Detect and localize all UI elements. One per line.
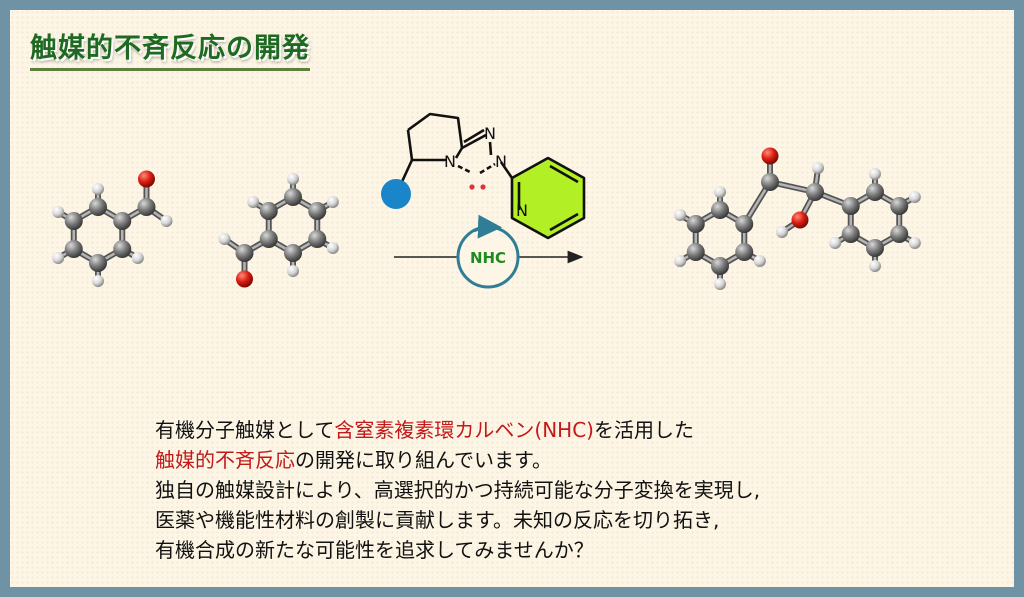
description-line-4: 医薬や機能性材料の創製に貢献します。未知の反応を切り拓き, (155, 508, 720, 532)
description: 有機分子触媒として含窒素複素環カルベン(NHC)を活用した 触媒的不斉反応の開発… (155, 415, 760, 565)
carbon-atom (735, 215, 754, 233)
hydrogen-atom (776, 226, 788, 238)
carbon-atom (235, 244, 254, 262)
carbon-atom (284, 188, 302, 206)
hydrogen-atom (131, 252, 144, 264)
carbene-lone-pair-dot (469, 184, 475, 190)
oxygen-atom (236, 270, 254, 288)
hydrogen-atom (52, 252, 65, 264)
carbon-atom (64, 212, 83, 230)
carbon-atom (259, 202, 278, 220)
description-line-1: 有機分子触媒として含窒素複素環カルベン(NHC)を活用した (155, 415, 760, 445)
page-title: 触媒的不斉反応の開発 (30, 32, 310, 71)
text-utilized: を活用した (593, 418, 694, 442)
carbon-atom (735, 243, 754, 261)
carbon-atom (761, 173, 779, 191)
hydrogen-atom (714, 278, 726, 290)
hydrogen-atom (218, 233, 231, 245)
carbon-atom (890, 197, 909, 215)
carbon-atom (711, 257, 729, 275)
carbon-atom (89, 198, 107, 216)
atom-n-1: N (484, 124, 496, 143)
carbon-atom (841, 197, 860, 215)
carbon-atom (259, 230, 278, 248)
oxygen-atom (791, 211, 809, 229)
carbon-atom (686, 243, 705, 261)
description-line-2: 触媒的不斉反応の開発に取り組んでいます。 (155, 445, 760, 475)
carbon-atom (841, 225, 860, 243)
carbon-atom (308, 230, 327, 248)
hydrogen-atom (92, 275, 104, 287)
catalyst-label: NHC (470, 249, 506, 267)
hydrogen-atom (287, 265, 299, 277)
hydrogen-atom (287, 173, 299, 185)
carbon-atom (89, 254, 107, 272)
hydrogen-atom (326, 196, 339, 208)
highlight-asymmetric-reaction: 触媒的不斉反応 (155, 448, 295, 472)
hydrogen-atom (812, 162, 824, 174)
carbon-atom (64, 240, 83, 258)
hydrogen-atom (829, 237, 842, 249)
oxygen-atom (137, 170, 155, 188)
carbon-atom (806, 183, 824, 201)
hydrogen-atom (92, 183, 104, 195)
atom-n-2: N (444, 152, 456, 171)
text-development: の開発に取り組んでいます。 (295, 448, 552, 472)
description-line-3: 独自の触媒設計により、高選択的かつ持続可能な分子変換を実現し, (155, 478, 761, 502)
reaction-scheme: N N N N NHC (52, 112, 921, 290)
carbon-atom (711, 201, 729, 219)
pyridine-ring (510, 156, 586, 240)
carbon-atom (890, 225, 909, 243)
benzaldehyde-model-left (52, 170, 173, 287)
hydrogen-atom (753, 255, 766, 267)
description-line-5: 有機合成の新たな可能性を追求してみませんか？ (155, 538, 594, 562)
hydrogen-atom (869, 260, 881, 272)
carbon-atom (113, 240, 132, 258)
atom-n-pyridine: N (516, 201, 528, 220)
carbon-atom (866, 239, 884, 257)
oxygen-atom (761, 147, 779, 165)
hydrogen-atom (714, 186, 726, 198)
hydrogen-atom (674, 255, 687, 267)
carbon-atom (308, 202, 327, 220)
carbon-atom (113, 212, 132, 230)
hydrogen-atom (869, 168, 881, 180)
hydrogen-atom (908, 237, 921, 249)
hydrogen-atom (674, 209, 687, 221)
atom-n-3: N (495, 152, 507, 171)
carbon-atom (866, 183, 884, 201)
substituent-sphere (381, 179, 411, 209)
carbon-atom (284, 244, 302, 262)
cycle-arrow-icon (473, 214, 502, 239)
benzaldehyde-model-right (218, 173, 339, 288)
nhc-catalyst-structure (398, 112, 586, 240)
slide: 触媒的不斉反応の開発 (10, 10, 1014, 587)
carbene-lone-pair-dot (480, 184, 486, 190)
benzoin-product-model (674, 147, 921, 290)
hydrogen-atom (326, 242, 339, 254)
hydrogen-atom (52, 206, 65, 218)
hydrogen-atom (247, 196, 260, 208)
text-organocatalyst: 有機分子触媒として (155, 418, 335, 442)
carbon-atom (137, 198, 156, 216)
hydrogen-atom (160, 215, 173, 227)
highlight-nhc: 含窒素複素環カルベン(NHC) (334, 418, 594, 442)
hydrogen-atom (908, 191, 921, 203)
carbon-atom (686, 215, 705, 233)
